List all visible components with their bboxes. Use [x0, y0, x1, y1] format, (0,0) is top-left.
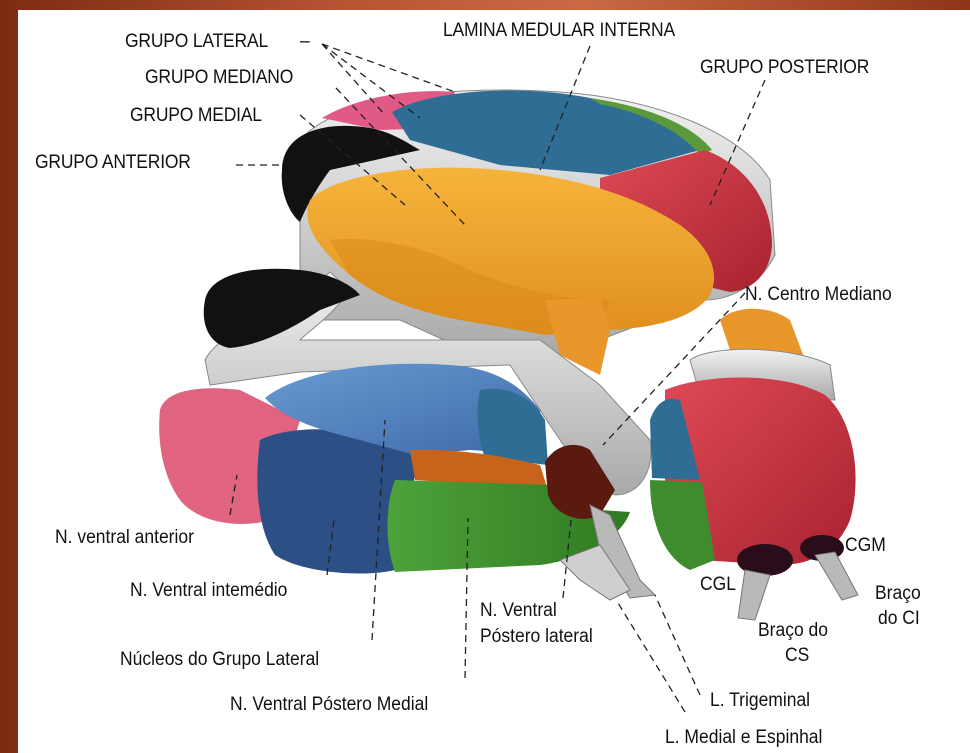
label-nucleos-grupo-lateral: Núcleos do Grupo Lateral	[120, 649, 319, 671]
label-grupo-mediano: GRUPO MEDIANO	[145, 67, 293, 89]
label-lamina-medular-interna: LAMINA MEDULAR INTERNA	[443, 20, 675, 42]
label-grupo-anterior: GRUPO ANTERIOR	[35, 152, 191, 174]
label-grupo-lateral: GRUPO LATERAL	[125, 31, 268, 53]
braco-do-cs-stalk	[738, 570, 770, 620]
leader-grupo-lateral-1	[322, 44, 455, 92]
leader-l-trigeminal	[655, 595, 700, 695]
upper-thalamus	[282, 90, 775, 375]
label-l-trigeminal: L. Trigeminal	[710, 690, 810, 712]
label-n-ventral-intermedio: N. Ventral intemédio	[130, 580, 287, 602]
label-braco-do-ci-2: do CI	[878, 608, 920, 630]
label-l-medial-espinhal: L. Medial e Espinhal	[665, 727, 822, 749]
label-n-ventral-postero-medial: N. Ventral Póstero Medial	[230, 694, 428, 716]
label-braco-do-cs-2: CS	[785, 645, 809, 667]
label-n-ventral-anterior: N. ventral anterior	[55, 527, 194, 549]
label-grupo-medial: GRUPO MEDIAL	[130, 105, 262, 127]
label-braco-do-cs-1: Braço do	[758, 620, 828, 642]
label-grupo-lateral-dash: –	[300, 31, 310, 53]
label-n-ventral-postero-lateral-2: Póstero lateral	[480, 626, 593, 648]
label-cgl: CGL	[700, 574, 736, 596]
braco-do-ci-stalk	[815, 552, 858, 600]
label-n-ventral-postero-lateral-1: N. Ventral	[480, 600, 557, 622]
label-cgm: CGM	[845, 535, 886, 557]
label-grupo-posterior: GRUPO POSTERIOR	[700, 57, 869, 79]
label-n-centro-mediano: N. Centro Mediano	[745, 284, 892, 306]
label-braco-do-ci-1: Braço	[875, 583, 921, 605]
geniculate-complex	[650, 309, 858, 620]
leader-l-medial	[618, 603, 685, 712]
